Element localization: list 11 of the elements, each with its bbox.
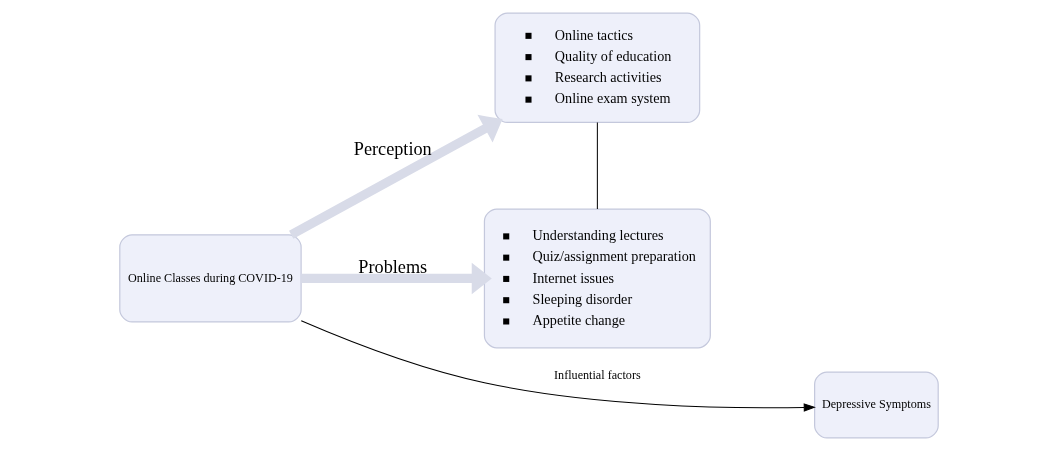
- node-box: Depressive Symptoms: [814, 371, 939, 439]
- arrow: [289, 114, 503, 239]
- edge-label: Perception: [353, 138, 432, 159]
- edge-label: Influential factors: [554, 367, 641, 382]
- arrow: [300, 319, 816, 412]
- connector: [596, 121, 598, 209]
- node-box: Online Classes during COVID-19: [119, 233, 302, 323]
- node-box: Understanding lectures Quiz/assignment preparation Internet issues Sleeping disorder Appetite change: [483, 207, 711, 348]
- edge-label: Problems: [358, 256, 428, 277]
- arrow: [301, 262, 492, 294]
- node-box: Online tactics Quality of education Research activities Online exam system: [494, 11, 701, 123]
